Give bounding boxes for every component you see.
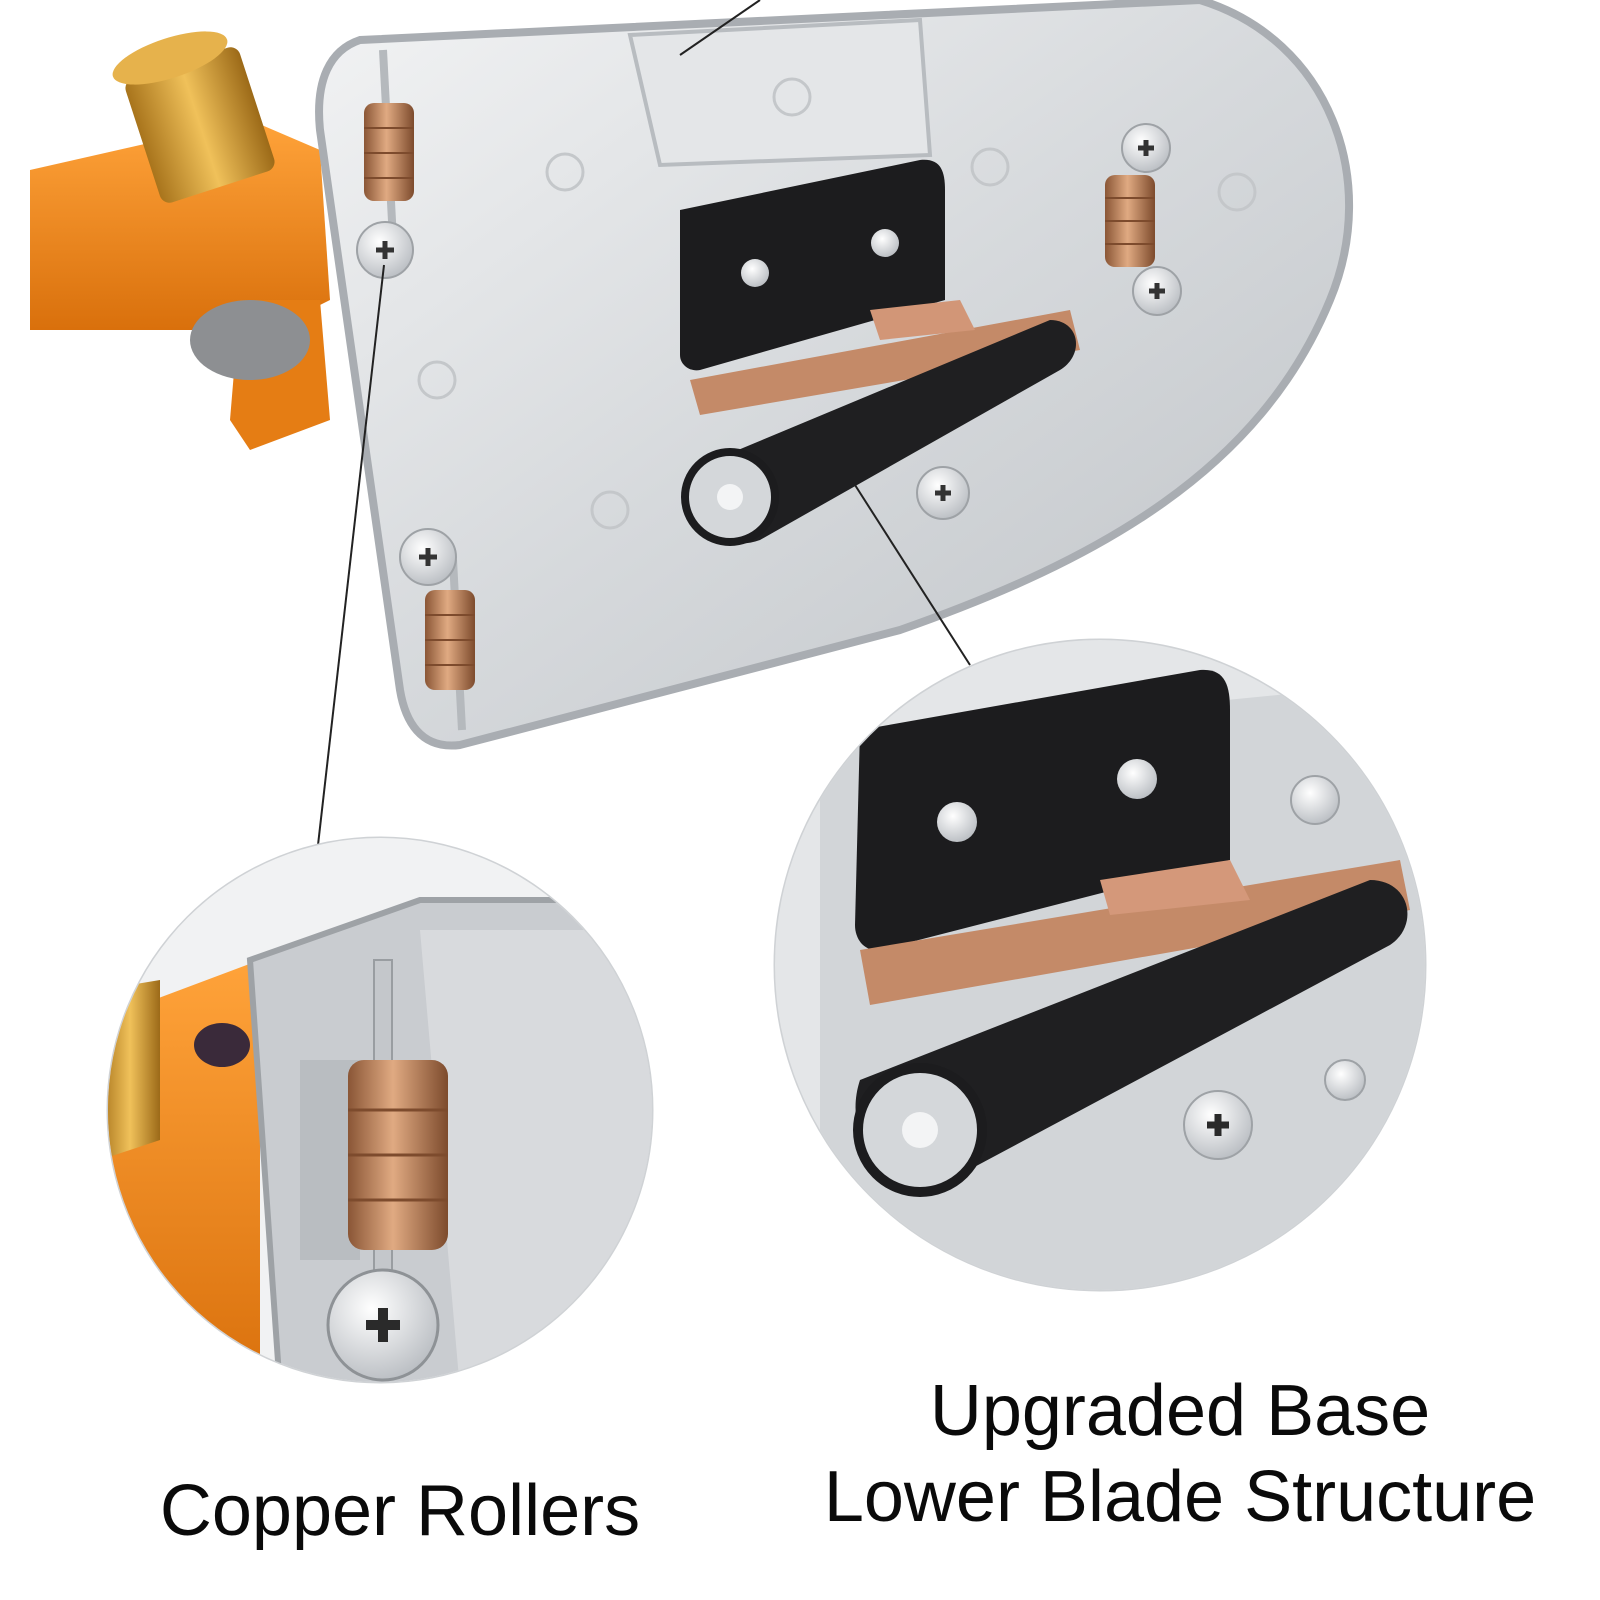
caption-line-2: Lower Blade Structure — [823, 1457, 1537, 1538]
copper-roller — [364, 49, 414, 241]
zoom-circle-blade — [773, 638, 1427, 1292]
caption-line-1: Upgraded Base — [929, 1371, 1431, 1451]
phillips-screw-icon — [356, 123, 1182, 586]
caption-blade-structure: Upgraded Base Lower Blade Structure — [790, 1368, 1570, 1541]
lower-blade — [680, 159, 1080, 546]
caption-copper-rollers: Copper Rollers — [159, 1471, 641, 1551]
brass-spring — [112, 31, 275, 203]
copper-roller — [1105, 175, 1155, 267]
zoom-circle-rollers — [106, 836, 654, 1384]
copper-roller — [425, 559, 475, 731]
plate-holes — [417, 77, 1257, 530]
